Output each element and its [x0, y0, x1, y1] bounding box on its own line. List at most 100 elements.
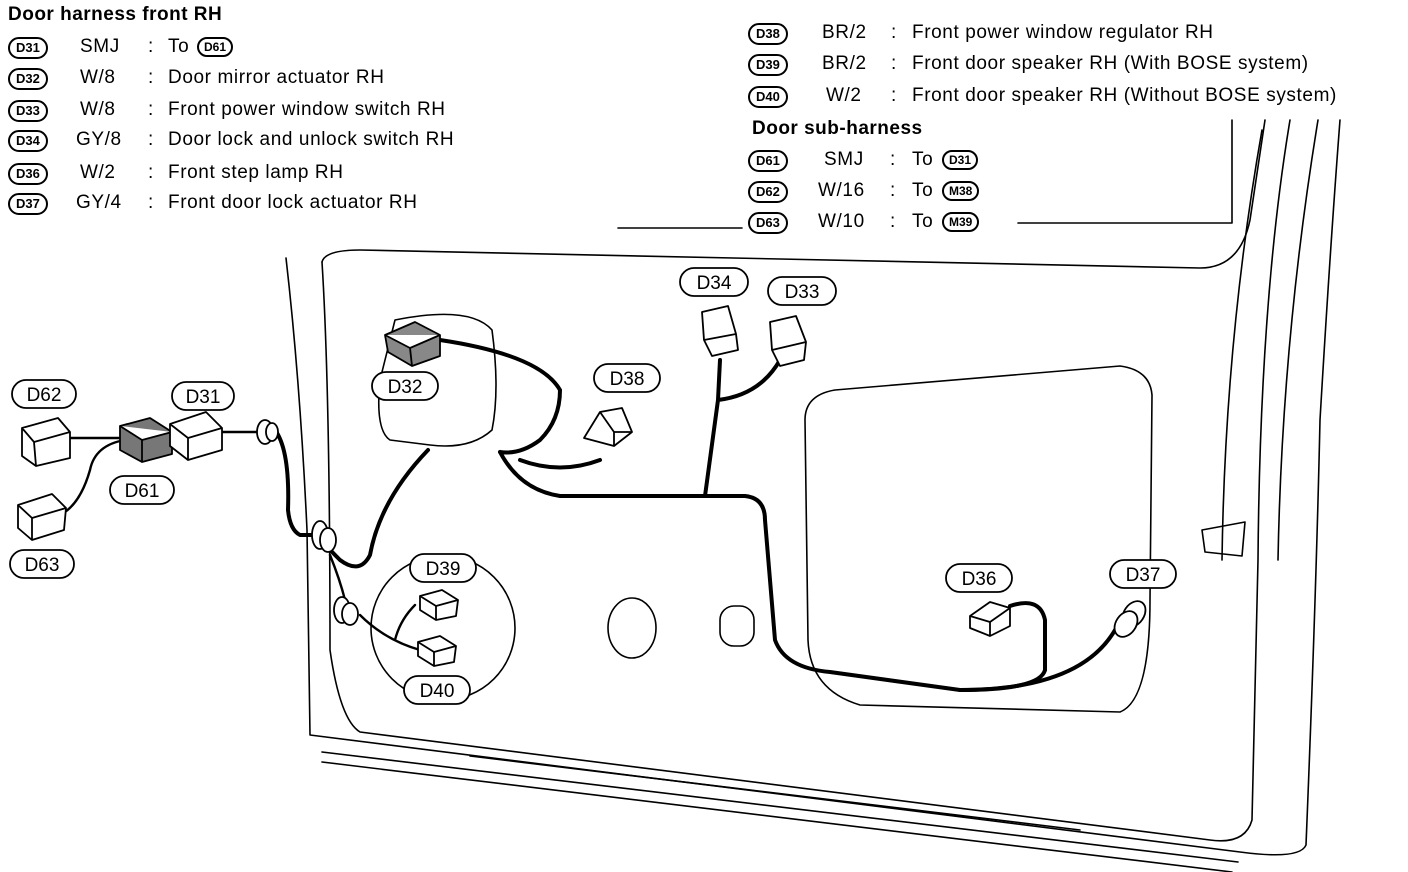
- colon: :: [148, 129, 154, 150]
- connector-desc: Front power window switch RH: [168, 99, 446, 120]
- right-connector-legend: D38 BR/2 : Front power window regulator …: [748, 20, 1398, 115]
- connector-tag: D63: [748, 212, 788, 234]
- callout-d33: D33: [767, 276, 837, 306]
- connector-spec: BR/2: [822, 53, 867, 74]
- colon: :: [891, 53, 897, 74]
- connector-spec: BR/2: [822, 22, 867, 43]
- callout-d32-label: D32: [388, 377, 423, 398]
- door-sill-line-3: [469, 755, 1081, 831]
- door-trim-panel: [804, 365, 1153, 713]
- connector-desc: Front door speaker RH (With BOSE system): [912, 53, 1309, 74]
- callout-d32: D32: [371, 371, 439, 401]
- grommet-speaker: [333, 596, 359, 626]
- callout-d40: D40: [403, 675, 471, 705]
- connector-desc: To: [168, 36, 190, 57]
- connector-tag: D40: [748, 86, 788, 108]
- connector-d31: [169, 411, 223, 461]
- callout-d61-label: D61: [125, 481, 160, 502]
- colon: :: [148, 67, 154, 88]
- connector-d33: [769, 315, 807, 367]
- callout-d33-label: D33: [785, 282, 820, 303]
- connector-d36: [969, 601, 1011, 637]
- connector-tag: D62: [748, 181, 788, 203]
- connector-to-tag: M38: [942, 181, 980, 201]
- callout-d39-label: D39: [426, 559, 461, 580]
- door-frame-edge: [1277, 119, 1319, 561]
- connector-tag: D61: [748, 150, 788, 172]
- colon: :: [148, 99, 154, 120]
- door-sill-line-2: [321, 761, 1233, 872]
- callout-d31-label: D31: [186, 387, 221, 408]
- connector-tag: D36: [8, 163, 48, 185]
- connector-tag: D38: [748, 23, 788, 45]
- callout-d37-label: D37: [1126, 565, 1161, 586]
- callout-d37: D37: [1109, 559, 1177, 589]
- connector-to-tag: M39: [942, 212, 980, 232]
- colon: :: [148, 192, 154, 213]
- sub-harness-title: Door sub-harness: [752, 118, 923, 139]
- connector-d32: [384, 321, 441, 367]
- connector-d61: [119, 417, 173, 463]
- connector-desc: Door mirror actuator RH: [168, 67, 385, 88]
- colon: :: [148, 162, 154, 183]
- sub-harness-legend: Door sub-harness D61 SMJ : To D31 D62 W/…: [748, 118, 1018, 240]
- connector-d39: [419, 589, 459, 621]
- connector-tag: D32: [8, 68, 48, 90]
- callout-d61: D61: [109, 475, 175, 505]
- connector-spec: W/8: [80, 67, 116, 88]
- door-outer-outline: [285, 119, 1341, 856]
- callout-d31: D31: [171, 381, 235, 411]
- connector-spec: W/16: [818, 180, 865, 201]
- colon: :: [890, 149, 896, 170]
- connector-spec: W/2: [80, 162, 116, 183]
- connector-desc: Front power window regulator RH: [912, 22, 1214, 43]
- service-hole-right: [719, 605, 755, 647]
- connector-spec: GY/4: [76, 192, 122, 213]
- callout-d36-label: D36: [962, 569, 997, 590]
- door-frame-inner: [1221, 129, 1263, 561]
- colon: :: [890, 180, 896, 201]
- harness-branch-d34-d33: [703, 358, 782, 498]
- harness-branch-d37: [958, 628, 1117, 692]
- door-window-frame: [321, 119, 1266, 269]
- mirror-recess: [377, 313, 497, 447]
- connector-desc: To: [912, 149, 934, 170]
- callout-d40-label: D40: [420, 681, 455, 702]
- harness-d61-d63: [58, 438, 127, 517]
- front-harness-title: Door harness front RH: [8, 4, 223, 25]
- callout-d63-label: D63: [25, 555, 60, 576]
- callout-d38: D38: [593, 363, 661, 393]
- connector-desc: Door lock and unlock switch RH: [168, 129, 455, 150]
- callout-d36: D36: [945, 563, 1013, 593]
- connector-d62: [21, 417, 71, 467]
- harness-branch-d38: [518, 458, 602, 470]
- connector-d34: [701, 305, 739, 357]
- harness-branch-d36: [1008, 601, 1047, 672]
- callout-d63: D63: [9, 549, 75, 579]
- connector-tag: D33: [8, 100, 48, 122]
- connector-tag: D37: [8, 193, 48, 215]
- connector-spec: GY/8: [76, 129, 122, 150]
- callout-d39: D39: [409, 553, 477, 583]
- callout-d62-label: D62: [27, 385, 62, 406]
- connector-spec: W/2: [826, 85, 862, 106]
- connector-tag: D39: [748, 54, 788, 76]
- colon: :: [890, 211, 896, 232]
- latch-plate: [1201, 521, 1246, 557]
- front-harness-legend: Door harness front RH D31 SMJ : To D61 D…: [8, 2, 528, 217]
- colon: :: [891, 22, 897, 43]
- callout-d34: D34: [679, 267, 749, 297]
- connector-tag: D34: [8, 130, 48, 152]
- callout-d38-label: D38: [610, 369, 645, 390]
- grommet-door: [311, 520, 337, 553]
- connector-desc: Front step lamp RH: [168, 162, 344, 183]
- harness-left-link: [273, 428, 320, 537]
- connector-spec: W/10: [818, 211, 865, 232]
- connector-to-tag: D31: [942, 150, 979, 170]
- connector-d38: [583, 407, 633, 447]
- connector-d40: [417, 635, 457, 667]
- connector-desc: To: [912, 211, 934, 232]
- connector-spec: SMJ: [80, 36, 120, 57]
- callout-d34-label: D34: [697, 273, 732, 294]
